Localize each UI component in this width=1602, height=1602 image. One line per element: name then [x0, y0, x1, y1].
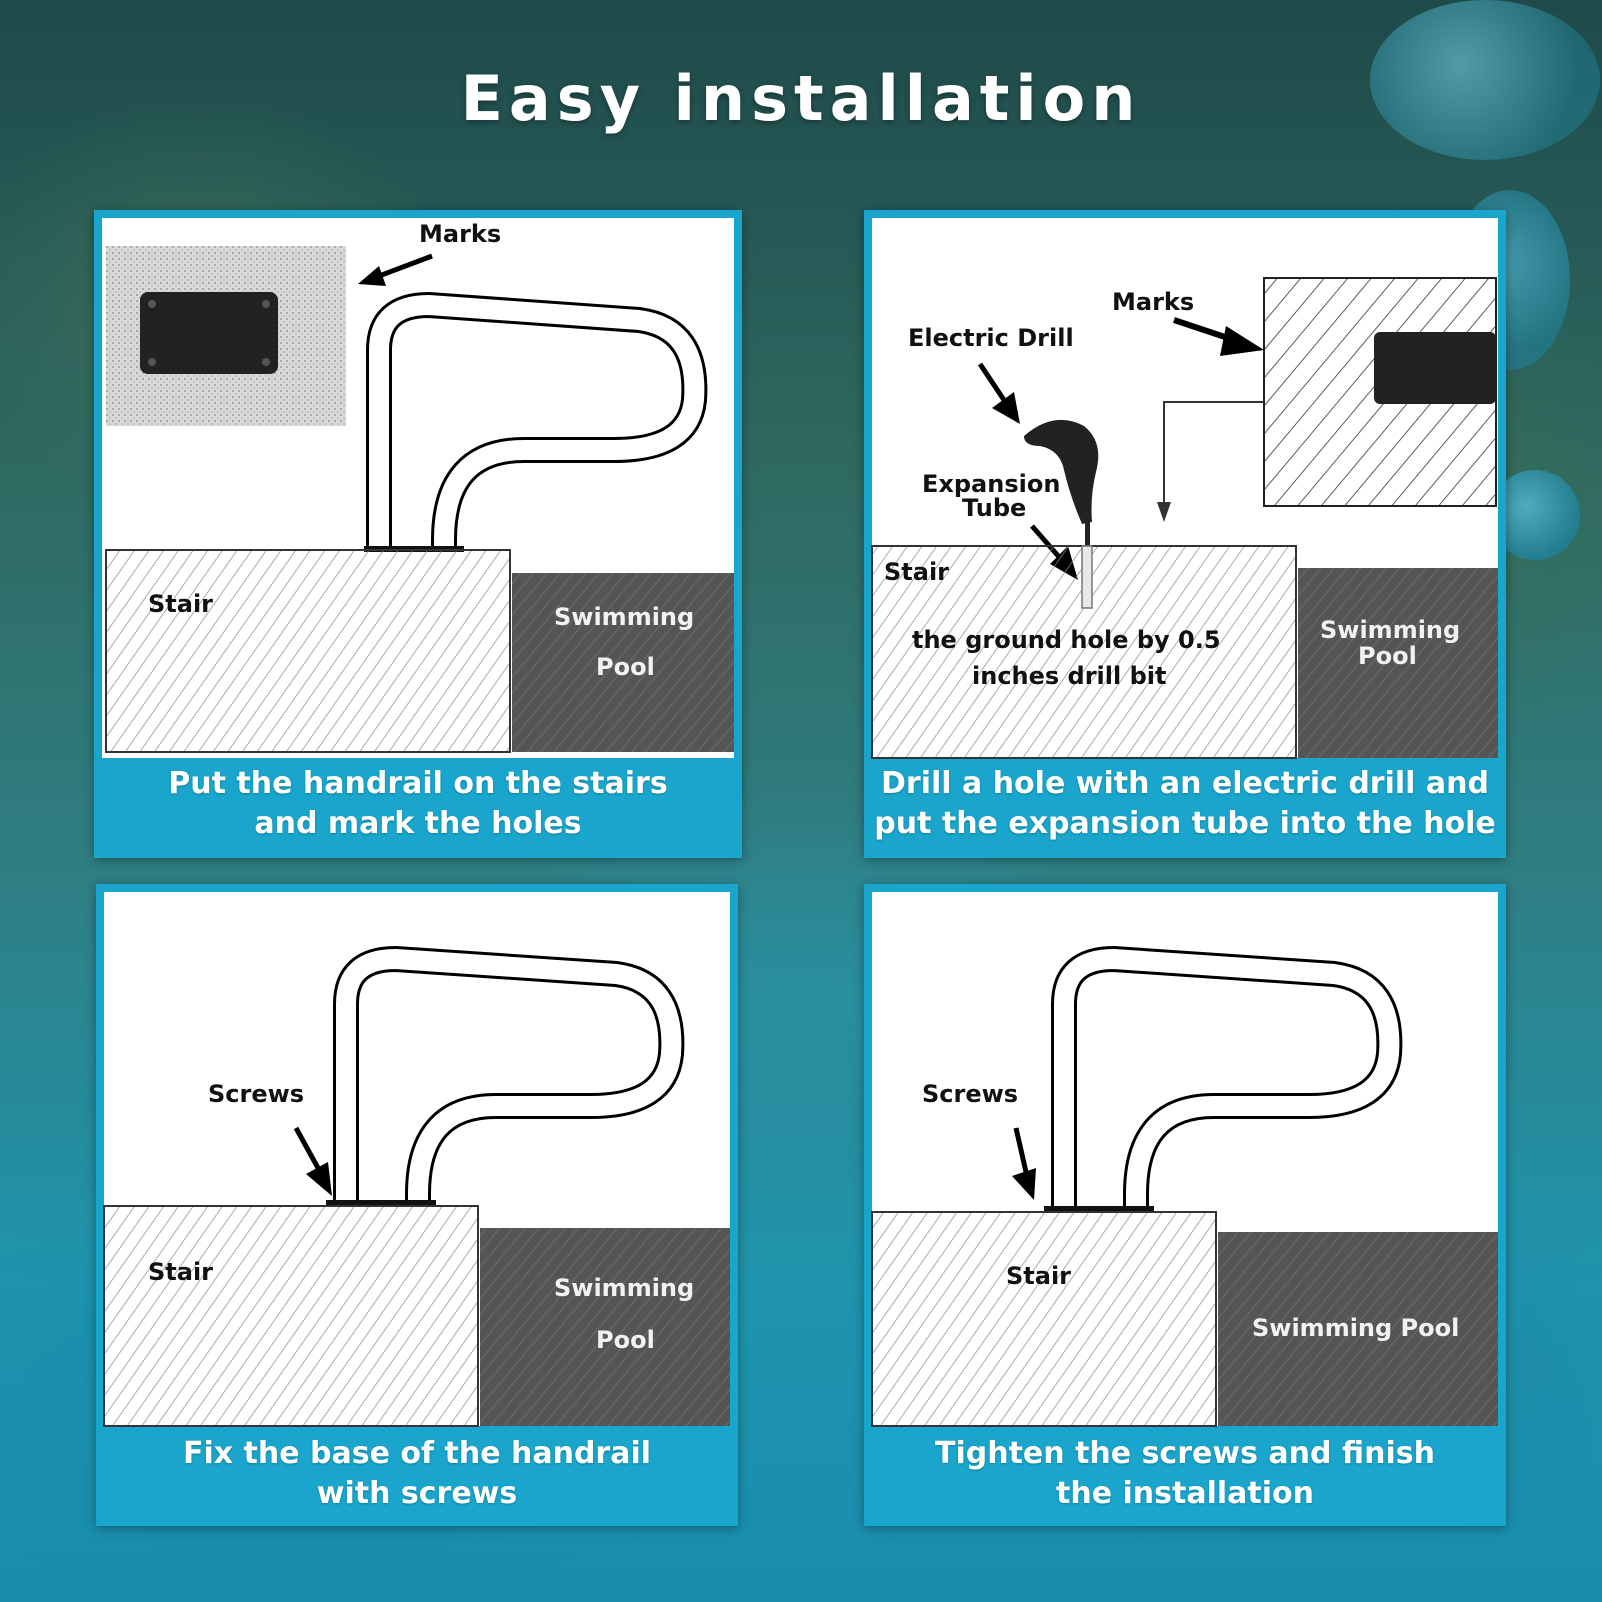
- stair-block: [105, 549, 511, 753]
- marks-arrow-head: [1220, 326, 1264, 356]
- pool-label: Pool: [596, 653, 655, 681]
- step-caption: Fix the base of the handrail with screws: [96, 1434, 738, 1514]
- diagram-step-2: Marks Electric Drill Expansion Tube Stai…: [871, 218, 1498, 759]
- marks-arrow-head: [358, 266, 386, 286]
- caption-line: Tighten the screws and finish: [935, 1436, 1435, 1471]
- guide-arrow-head: [1157, 502, 1171, 522]
- pool-block: [512, 573, 734, 752]
- mark-hole: [262, 358, 270, 366]
- step-panel-3: Screws Stair Swimming Pool Fix the base …: [96, 884, 738, 1526]
- page-title: Easy installation: [460, 62, 1142, 135]
- pool-block: [1218, 1232, 1498, 1426]
- hole-label: inches drill bit: [972, 662, 1166, 690]
- step-panel-2: Marks Electric Drill Expansion Tube Stai…: [864, 210, 1506, 858]
- stair-label: Stair: [148, 1258, 213, 1286]
- expansion-tube: [1081, 545, 1093, 609]
- drill-arrow-head: [992, 392, 1020, 424]
- caption-line: the installation: [1056, 1476, 1314, 1511]
- screws-arrow: [1013, 1127, 1029, 1173]
- pool-block: [1298, 568, 1498, 758]
- stair-label: Stair: [148, 590, 213, 618]
- stair-block: [103, 1205, 479, 1427]
- diagram-step-4: Screws Stair Swimming Pool: [871, 892, 1498, 1427]
- pool-label: Pool: [596, 1326, 655, 1354]
- pool-block: [480, 1228, 730, 1426]
- marks-label: Marks: [419, 220, 501, 248]
- step-caption: Put the handrail on the stairs and mark …: [94, 764, 742, 844]
- handrail-inner: [1054, 948, 1400, 1210]
- expansion-label: Tube: [962, 494, 1026, 522]
- expansion-label: Expansion: [922, 470, 1060, 498]
- stair-block: [871, 1211, 1217, 1427]
- screws-arrow-head: [306, 1162, 332, 1196]
- screws-arrow-head: [1012, 1168, 1036, 1200]
- step-caption: Tighten the screws and finish the instal…: [864, 1434, 1506, 1514]
- handrail-base: [326, 1200, 436, 1206]
- pool-label: Swimming: [1320, 616, 1460, 644]
- hole-label: the ground hole by 0.5: [912, 626, 1221, 654]
- mark-hole: [148, 358, 156, 366]
- caption-line: Fix the base of the handrail: [182, 1436, 652, 1471]
- marks-arrow: [378, 253, 433, 279]
- caption-line: with screws: [316, 1476, 518, 1511]
- screws-arrow: [293, 1126, 321, 1170]
- diagram-step-1: Marks Stair Swimming Pool: [102, 218, 734, 758]
- caption-line: Drill a hole with an electric drill and: [881, 766, 1489, 801]
- pool-label: Swimming: [554, 1274, 694, 1302]
- stair-label: Stair: [884, 558, 949, 586]
- caption-line: and mark the holes: [254, 806, 582, 841]
- handrail-base: [1044, 1206, 1154, 1212]
- pool-label: Pool: [1358, 642, 1417, 670]
- marks-label: Marks: [1112, 288, 1194, 316]
- mark-hole: [148, 300, 156, 308]
- handrail-inner: [336, 948, 682, 1204]
- drill-bit: [1085, 522, 1090, 546]
- caption-line: put the expansion tube into the hole: [874, 806, 1496, 841]
- stair-label: Stair: [1006, 1262, 1071, 1290]
- step-panel-1: Marks Stair Swimming Pool Put the handra…: [94, 210, 742, 858]
- drill-label: Electric Drill: [908, 324, 1074, 352]
- step-panel-4: Screws Stair Swimming Pool Tighten the s…: [864, 884, 1506, 1526]
- handrail-inner: [369, 294, 705, 550]
- mark-plate: [140, 292, 278, 374]
- pool-label: Swimming Pool: [1252, 1314, 1459, 1342]
- guide-line: [1163, 401, 1264, 510]
- mark-hole: [262, 300, 270, 308]
- electric-drill-icon: [1024, 419, 1099, 524]
- screws-label: Screws: [208, 1080, 304, 1108]
- mark-plate: [1374, 332, 1496, 404]
- caption-line: Put the handrail on the stairs: [168, 766, 668, 801]
- screws-label: Screws: [922, 1080, 1018, 1108]
- drill-arrow: [977, 362, 1007, 402]
- diagram-step-3: Screws Stair Swimming Pool: [103, 892, 730, 1427]
- step-caption: Drill a hole with an electric drill and …: [864, 764, 1506, 844]
- pool-label: Swimming: [554, 603, 694, 631]
